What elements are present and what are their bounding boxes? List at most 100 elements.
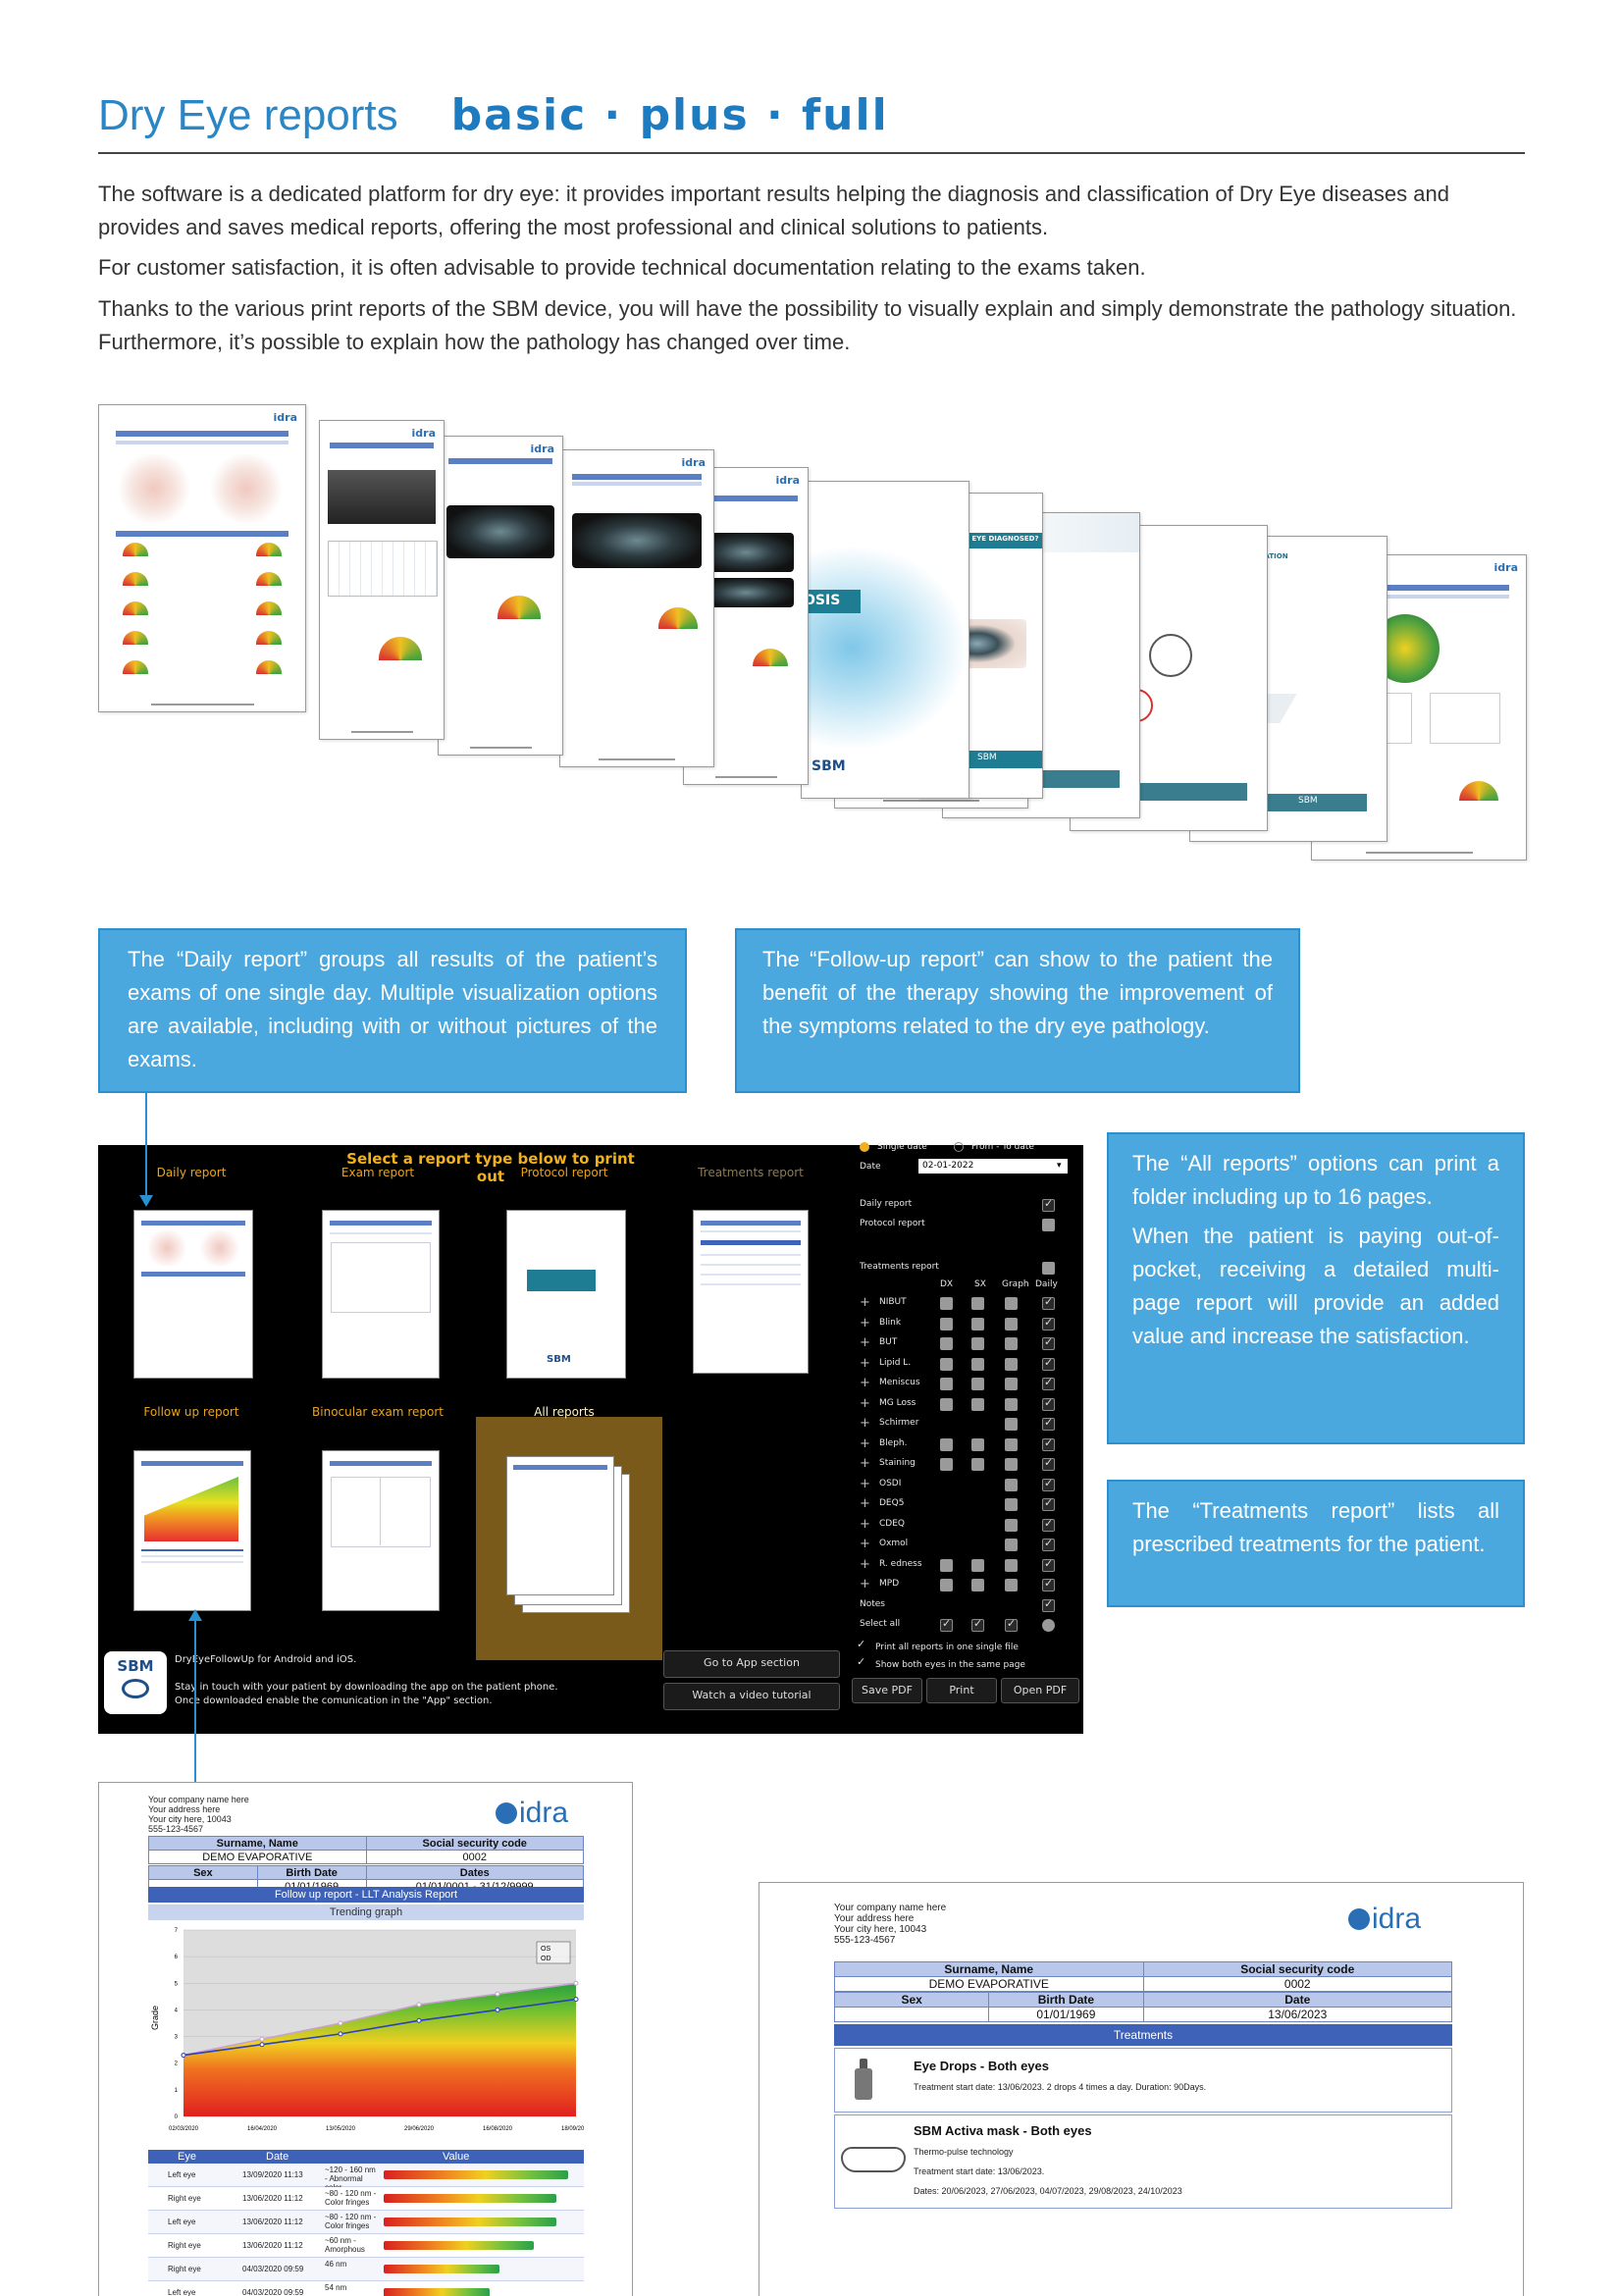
checkbox-notes[interactable] xyxy=(1042,1597,1055,1612)
checkbox-daily[interactable] xyxy=(1042,1496,1055,1511)
callout-treatments-report: The “Treatments report” lists all prescr… xyxy=(1107,1480,1525,1607)
checkbox-daily[interactable] xyxy=(1042,1335,1055,1350)
checkbox-select-all-daily[interactable] xyxy=(1042,1619,1055,1632)
checkbox-sx[interactable] xyxy=(971,1297,984,1310)
checkbox-daily[interactable] xyxy=(1042,1416,1055,1431)
checkbox-daily-report[interactable] xyxy=(1042,1197,1055,1212)
checkbox-select-all-graph[interactable] xyxy=(1005,1617,1018,1632)
checkbox-graph[interactable] xyxy=(1005,1558,1018,1572)
checkbox-daily[interactable] xyxy=(1042,1537,1055,1551)
tile-label-binocular: Binocular exam report xyxy=(312,1405,444,1419)
eye-drops-icon xyxy=(855,2059,872,2100)
checkbox-sx[interactable] xyxy=(971,1317,984,1331)
expand-icon[interactable]: + xyxy=(860,1537,870,1551)
treatment-title: Eye Drops - Both eyes xyxy=(914,2059,1049,2073)
open-pdf-button[interactable]: Open PDF xyxy=(1001,1678,1079,1703)
checkbox-graph[interactable] xyxy=(1005,1397,1018,1411)
checkbox-dx[interactable] xyxy=(940,1297,953,1310)
checkbox-graph[interactable] xyxy=(1005,1437,1018,1451)
tile-treatments-report[interactable] xyxy=(693,1210,809,1374)
checkbox-dx[interactable] xyxy=(940,1317,953,1331)
save-pdf-button[interactable]: Save PDF xyxy=(852,1678,922,1703)
expand-icon[interactable]: + xyxy=(860,1416,870,1431)
checkbox-sx[interactable] xyxy=(971,1397,984,1411)
eye-cell: Right eye xyxy=(168,2241,201,2250)
checkbox-sx[interactable] xyxy=(971,1337,984,1350)
checkbox-daily[interactable] xyxy=(1042,1557,1055,1572)
checkbox-dx[interactable] xyxy=(940,1397,953,1411)
radio-single-date[interactable] xyxy=(860,1142,869,1152)
checkbox-sx[interactable] xyxy=(971,1357,984,1371)
checkbox-daily[interactable] xyxy=(1042,1517,1055,1532)
value-cell: ~80 - 120 nm - Color fringes xyxy=(325,2189,377,2207)
checkbox-daily[interactable] xyxy=(1042,1436,1055,1451)
expand-icon[interactable]: + xyxy=(860,1355,870,1371)
checkbox-daily[interactable] xyxy=(1042,1577,1055,1592)
checkbox-graph[interactable] xyxy=(1005,1297,1018,1310)
expand-icon[interactable]: + xyxy=(860,1516,870,1532)
value-bar xyxy=(384,2194,557,2203)
checkbox-daily[interactable] xyxy=(1042,1376,1055,1390)
checkbox-daily[interactable] xyxy=(1042,1316,1055,1331)
expand-icon[interactable]: + xyxy=(860,1395,870,1411)
checkbox-graph[interactable] xyxy=(1005,1337,1018,1350)
checkbox-graph[interactable] xyxy=(1005,1579,1018,1592)
checkbox-graph[interactable] xyxy=(1005,1317,1018,1331)
tile-daily-report[interactable] xyxy=(133,1210,253,1379)
checkbox-dx[interactable] xyxy=(940,1437,953,1451)
checkbox-treatments-report[interactable] xyxy=(1042,1262,1055,1275)
checkbox-graph[interactable] xyxy=(1005,1357,1018,1371)
checkbox-dx[interactable] xyxy=(940,1357,953,1371)
expand-icon[interactable]: + xyxy=(860,1315,870,1331)
expand-icon[interactable]: + xyxy=(860,1476,870,1491)
expand-icon[interactable]: + xyxy=(860,1496,870,1511)
col-daily: Daily xyxy=(1035,1279,1058,1289)
expand-icon[interactable]: + xyxy=(860,1295,870,1310)
expand-icon[interactable]: + xyxy=(860,1456,870,1471)
date-select[interactable]: 02-01-2022 xyxy=(918,1159,1068,1174)
value-cell: 54 nm xyxy=(325,2283,347,2292)
checkbox-dx[interactable] xyxy=(940,1579,953,1592)
checkbox-graph[interactable] xyxy=(1005,1498,1018,1511)
tile-followup-report[interactable] xyxy=(133,1450,251,1611)
checkbox-graph[interactable] xyxy=(1005,1418,1018,1431)
expand-icon[interactable]: + xyxy=(860,1577,870,1592)
tile-binocular-report[interactable] xyxy=(322,1450,440,1611)
go-to-app-button[interactable]: Go to App section xyxy=(663,1650,840,1678)
checkbox-single-file[interactable] xyxy=(856,1638,868,1653)
checkbox-dx[interactable] xyxy=(940,1558,953,1572)
checkbox-dx[interactable] xyxy=(940,1458,953,1471)
checkbox-select-all-sx[interactable] xyxy=(971,1617,984,1632)
checkbox-sx[interactable] xyxy=(971,1579,984,1592)
expand-icon[interactable]: + xyxy=(860,1556,870,1572)
checkbox-graph[interactable] xyxy=(1005,1458,1018,1471)
checkbox-graph[interactable] xyxy=(1005,1378,1018,1390)
checkbox-daily[interactable] xyxy=(1042,1396,1055,1411)
checkbox-dx[interactable] xyxy=(940,1378,953,1390)
tile-protocol-report[interactable]: SBM xyxy=(506,1210,626,1379)
date-cell: 13/06/2020 11:12 xyxy=(242,2194,303,2203)
tile-exam-report[interactable] xyxy=(322,1210,440,1379)
checkbox-protocol-report[interactable] xyxy=(1042,1219,1055,1231)
checkbox-graph[interactable] xyxy=(1005,1518,1018,1532)
expand-icon[interactable]: + xyxy=(860,1376,870,1390)
checkbox-daily[interactable] xyxy=(1042,1356,1055,1371)
checkbox-graph[interactable] xyxy=(1005,1478,1018,1491)
checkbox-both-eyes[interactable] xyxy=(856,1655,868,1671)
checkbox-daily[interactable] xyxy=(1042,1295,1055,1310)
checkbox-sx[interactable] xyxy=(971,1458,984,1471)
checkbox-dx[interactable] xyxy=(940,1337,953,1350)
print-button[interactable]: Print xyxy=(926,1678,997,1703)
checkbox-daily[interactable] xyxy=(1042,1477,1055,1491)
expand-icon[interactable]: + xyxy=(860,1435,870,1451)
checkbox-daily[interactable] xyxy=(1042,1456,1055,1471)
checkbox-sx[interactable] xyxy=(971,1378,984,1390)
expand-icon[interactable]: + xyxy=(860,1335,870,1350)
checkbox-graph[interactable] xyxy=(1005,1539,1018,1551)
radio-date-range[interactable] xyxy=(954,1142,964,1152)
checkbox-sx[interactable] xyxy=(971,1437,984,1451)
checkbox-sx[interactable] xyxy=(971,1558,984,1572)
report-tiers: basic · plus · full xyxy=(450,90,889,140)
watch-tutorial-button[interactable]: Watch a video tutorial xyxy=(663,1683,840,1710)
checkbox-select-all-dx[interactable] xyxy=(940,1617,953,1632)
